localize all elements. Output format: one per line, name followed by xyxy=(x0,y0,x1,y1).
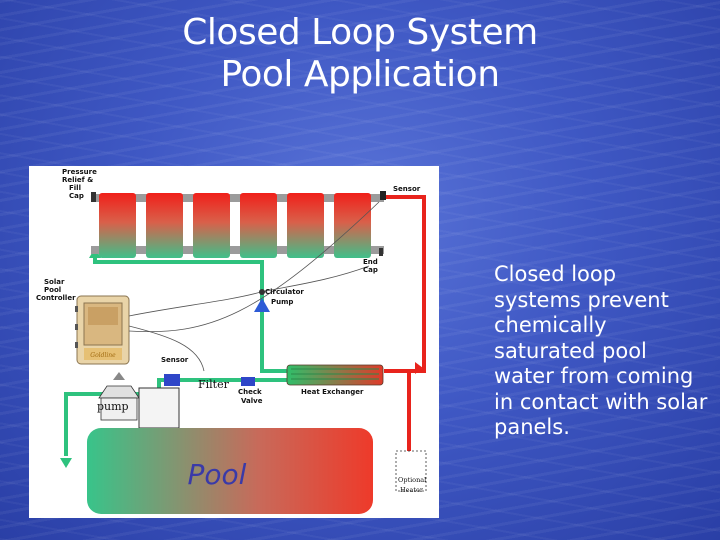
solar-panel xyxy=(193,193,230,258)
label-pressure-relief-2: Relief & xyxy=(62,176,93,184)
label-check-valve-1: Check xyxy=(238,388,262,396)
solar-panels xyxy=(91,191,386,258)
sensor-wire xyxy=(128,325,205,372)
fill-cap xyxy=(91,192,96,202)
solar-panel xyxy=(334,193,371,258)
label-end-cap-1: End xyxy=(363,258,378,266)
label-optional-heater-1: Optional xyxy=(398,476,426,484)
label-optional-heater-2: Heater xyxy=(400,486,424,494)
label-filter: Filter xyxy=(198,378,230,391)
pool-label: Pool xyxy=(188,458,247,491)
header-pipe-top xyxy=(91,194,384,202)
label-pressure-relief-1: Pressure xyxy=(62,168,97,176)
check-valve xyxy=(241,377,255,386)
filter xyxy=(138,387,180,429)
title-line-1: Closed Loop System xyxy=(182,12,538,53)
label-controller-1: Solar xyxy=(44,278,65,286)
top-sensor xyxy=(380,191,386,200)
label-heat-exchanger: Heat Exchanger xyxy=(301,388,364,396)
label-controller-3: Controller xyxy=(36,294,76,302)
solar-panel xyxy=(99,193,136,258)
title-line-2: Pool Application xyxy=(220,54,500,95)
label-circulator-2: Pump xyxy=(271,298,293,306)
label-controller-2: Pool xyxy=(44,286,61,294)
optional-heater xyxy=(395,450,427,492)
end-cap xyxy=(379,248,383,256)
label-circulator-1: Circulator xyxy=(265,288,304,296)
label-end-cap-2: Cap xyxy=(363,266,378,274)
solar-panel xyxy=(240,193,277,258)
closed-loop-diagram: Goldline Pool Pressure Relief & Fill xyxy=(29,166,439,518)
label-sensor-top: Sensor xyxy=(393,185,421,193)
label-pump: pump xyxy=(97,400,129,413)
slide-title: Closed Loop System Pool Application xyxy=(0,12,720,96)
label-pressure-relief-4: Cap xyxy=(69,192,84,200)
slide-body-text: Closed loop systems prevent chemically s… xyxy=(494,262,708,439)
label-sensor-mid: Sensor xyxy=(161,356,189,364)
filter-assembly xyxy=(138,374,255,429)
solar-panel xyxy=(146,193,183,258)
sensor-wire xyxy=(128,201,380,333)
heat-exchanger xyxy=(286,364,384,386)
header-pipe-bottom xyxy=(91,246,384,254)
solar-panel xyxy=(287,193,324,258)
controller-brand-label: Goldline xyxy=(90,352,116,359)
sensor-block xyxy=(164,374,180,386)
pool-pump xyxy=(98,372,140,421)
label-pressure-relief-3: Fill xyxy=(69,184,81,192)
circulator-pump xyxy=(254,289,270,312)
label-check-valve-2: Valve xyxy=(241,397,263,405)
solar-pool-controller: Goldline xyxy=(75,295,130,365)
pool-basin xyxy=(87,428,373,514)
